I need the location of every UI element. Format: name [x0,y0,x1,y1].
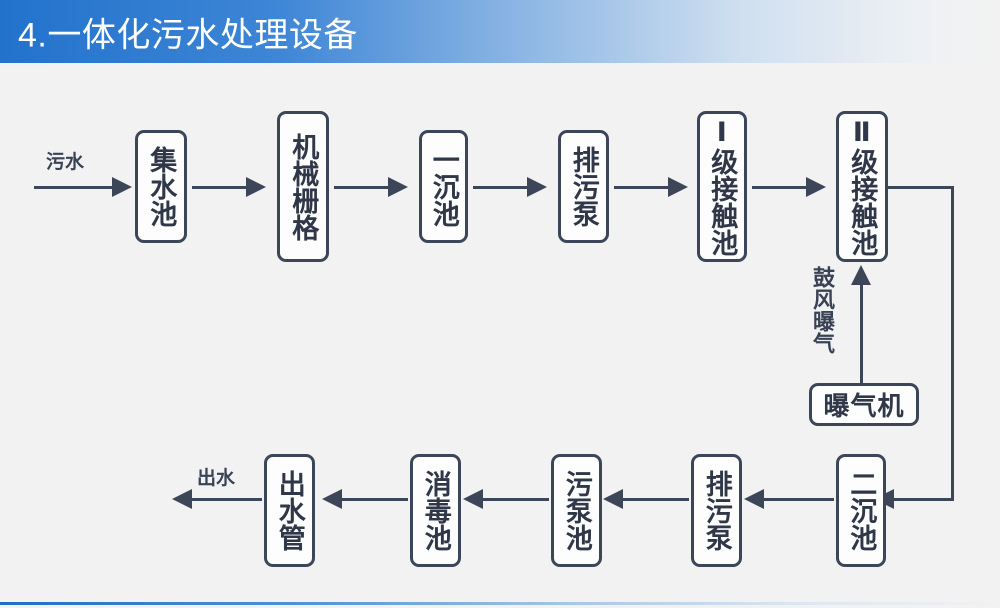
connector-r2-2 [621,498,689,501]
connector-right-to-row2 [893,498,954,501]
header-bar: 4.一体化污水处理设备 [0,0,1000,63]
connector-r2-1 [762,498,834,501]
node-jiechuchi-1[interactable]: Ⅰ级接触池 [697,111,747,262]
arrow-1-2 [246,177,266,197]
node-puqiji[interactable]: 曝气机 [809,383,919,426]
aeration-label: 鼓风曝气 [810,266,835,354]
arrow-aerator-up [851,265,871,285]
connector-aerator-vertical [860,285,863,383]
node-wubengchi[interactable]: 污泵池 [551,454,602,567]
node-jixieshange[interactable]: 机械栅格 [277,111,329,262]
node-label: 机械栅格 [288,132,319,241]
arrow-outlet [172,489,192,509]
arrow-3-4 [527,177,547,197]
arrow-r2-2 [603,489,623,509]
connector-outlet-line [190,498,262,501]
node-erchenchi[interactable]: 二沉池 [836,454,886,567]
connector-inlet-line [34,186,126,189]
node-paiwubeng-2[interactable]: 排污泵 [691,454,742,567]
node-label: Ⅱ级接触池 [847,117,878,256]
node-label: Ⅰ级接触池 [707,117,738,256]
connector-4-5 [614,186,682,189]
connector-1-2 [192,186,260,189]
node-label: 曝气机 [823,391,905,421]
node-label: 排污泵 [701,470,732,551]
node-label: 集水池 [146,146,177,227]
node-chushuiguan[interactable]: 出水管 [264,454,315,567]
node-yichenchi[interactable]: 一沉池 [419,130,468,243]
connector-2-3 [334,186,402,189]
arrow-r2-1 [744,489,764,509]
arrow-inlet [112,177,132,197]
node-xiaoduchi[interactable]: 消毒池 [410,454,461,567]
inlet-label: 污水 [46,152,85,173]
node-jiechuchi-2[interactable]: Ⅱ级接触池 [836,111,888,262]
node-label: 排污泵 [568,146,599,227]
arrow-2-3 [388,177,408,197]
connector-r2-3 [481,498,549,501]
node-label: 消毒池 [420,470,451,551]
arrow-r2-4 [322,489,342,509]
arrow-r2-3 [463,489,483,509]
node-jishuichi[interactable]: 集水池 [135,130,187,243]
page-title: 4.一体化污水处理设备 [18,16,358,54]
outlet-label: 出水 [197,468,236,489]
connector-5-6 [752,186,820,189]
node-label: 污泵池 [561,470,592,551]
node-label: 出水管 [274,470,305,551]
node-label: 二沉池 [846,470,877,551]
arrow-5-6 [806,177,826,197]
connector-r2-4 [340,498,408,501]
arrow-4-5 [668,177,688,197]
connector-3-4 [473,186,541,189]
footer-rule [0,602,1000,605]
node-label: 一沉池 [428,146,459,227]
process-flow-diagram: 污水 集水池 机械栅格 一沉池 排污泵 Ⅰ级接触池 [0,63,1000,602]
connector-row1-to-right [888,186,954,189]
connector-right-vertical [951,186,954,501]
node-paiwubeng-1[interactable]: 排污泵 [558,130,609,243]
